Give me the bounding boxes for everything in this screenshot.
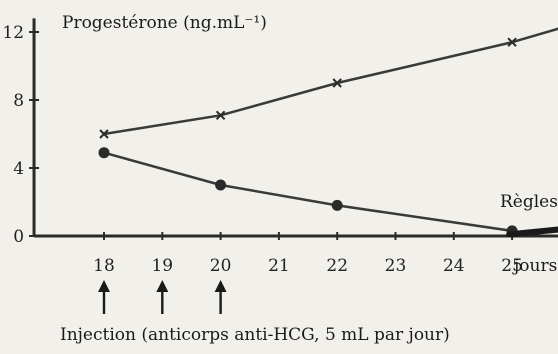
injection-arrow: [156, 280, 169, 314]
cross-stroke: [332, 78, 342, 88]
dot-marker: [215, 179, 227, 191]
y-tick-label: 0: [13, 227, 24, 247]
injection-arrow: [214, 280, 227, 314]
cross-marker: [99, 129, 109, 139]
y-tick-label: 8: [13, 91, 24, 111]
x-tick-label: 21: [268, 256, 290, 276]
cross-marker: [332, 78, 342, 88]
dot-marker: [331, 199, 343, 211]
regles-band: [506, 226, 558, 238]
x-tick-label: 25: [501, 256, 523, 276]
cross-stroke: [507, 37, 517, 47]
y-axis-title: Progestérone (ng.mL⁻¹): [62, 13, 267, 33]
cross-stroke: [99, 129, 109, 139]
y-tick-label: 12: [2, 23, 24, 43]
series-line-dot: [103, 151, 513, 233]
dot-marker: [98, 147, 110, 159]
regles-label: Règles: [500, 192, 558, 212]
cross-stroke: [215, 110, 226, 121]
injection-arrow-head: [156, 280, 169, 292]
cross-marker: [507, 37, 517, 47]
injection-label: Injection (anticorps anti-HCG, 5 mL par …: [60, 325, 450, 345]
x-tick-label: 23: [385, 256, 407, 276]
x-tick-label: 19: [151, 256, 173, 276]
injection-arrow-head: [214, 280, 227, 292]
injection-arrow: [98, 280, 110, 314]
cross-marker: [215, 110, 226, 121]
series-line-cross: [103, 27, 558, 136]
y-tick-label: 4: [13, 159, 24, 179]
x-axis-title: jours: [512, 256, 557, 276]
x-tick-label: 20: [210, 256, 232, 276]
injection-arrow-head: [98, 280, 110, 292]
x-tick-label: 24: [443, 256, 465, 276]
x-tick-label: 22: [326, 256, 348, 276]
x-tick-label: 18: [93, 256, 115, 276]
